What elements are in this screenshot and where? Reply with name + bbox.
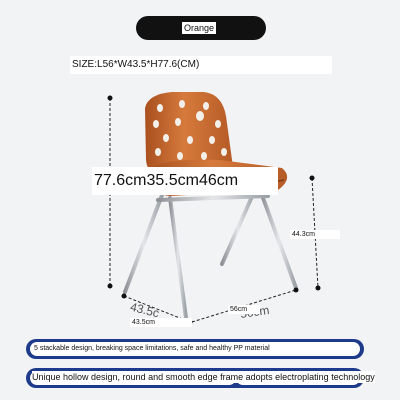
chair-back [145,92,233,180]
chair-legs [123,190,298,320]
title-label: Orange [182,22,217,34]
size-bar [70,56,332,74]
width-label: 56cm [228,305,260,314]
chair-holes [153,100,227,160]
size-label: SIZE:L56*W43.5*H77.6(CM) [72,59,200,70]
dimension-overlay: 77.6cm35.5cm46cm [92,167,278,195]
feature-banner-1: 5 stackable design, breaking space limit… [26,339,364,359]
depth-label: 43.5cm [130,318,192,327]
height-label: 44.3cm [290,230,340,239]
feature-text-1: 5 stackable design, breaking space limit… [34,343,270,355]
feature-text-2: Unique hollow design, round and smooth e… [32,371,375,383]
feature-banner-2: Unique hollow design, round and smooth e… [26,368,375,388]
